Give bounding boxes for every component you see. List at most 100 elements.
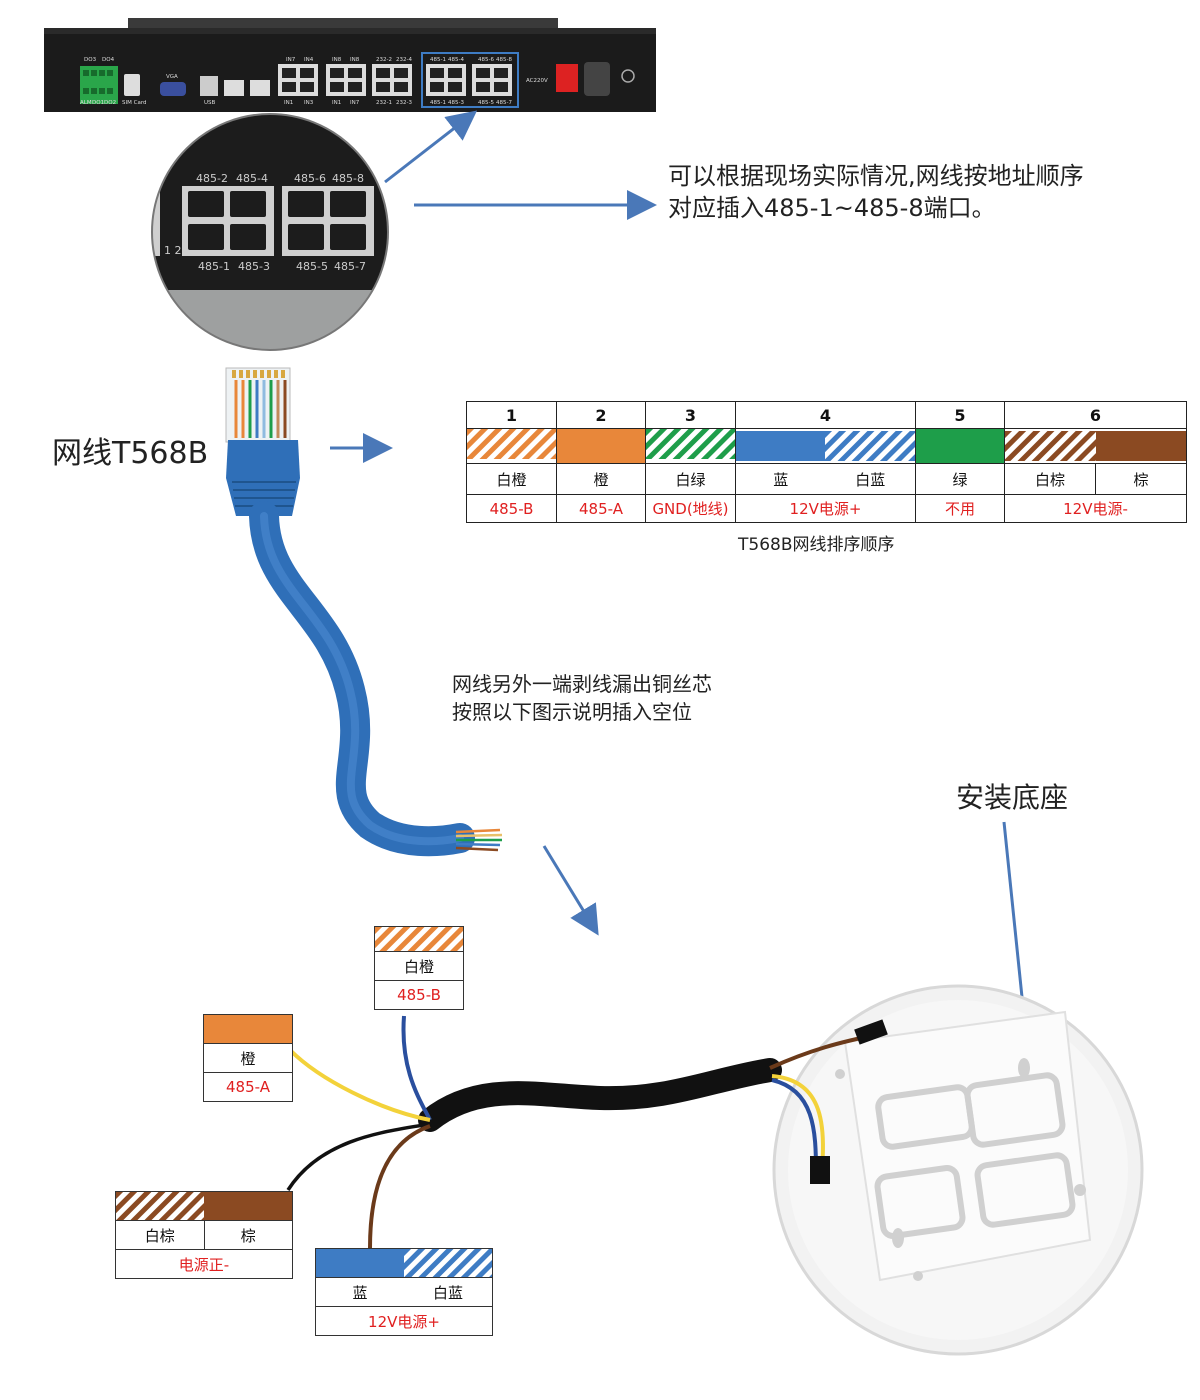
cable-label: 网线T568B [52,436,209,471]
tag-blue-solid-swatch [316,1249,404,1277]
func-5: 不用 [915,494,1005,523]
panel-label-ac: AC220V [526,78,548,84]
name-blue-pair: 蓝 白蓝 [735,463,916,495]
tag-orange-func: 485-A [226,1078,270,1096]
panel-label-top: IN8 [350,57,360,63]
tag-blue: 蓝 白蓝 12V电源+ [315,1248,493,1336]
tag-white-orange-name: 白橙 [403,957,434,976]
swatch-orange [556,428,646,464]
swatch-white-orange [466,428,557,464]
swatch-white-green [645,428,736,464]
name-white-brown: 白棕 [1005,464,1096,494]
col-num-2: 2 [556,401,646,429]
tag-white-orange: 白橙 485-B [374,926,464,1010]
name-white-orange: 白橙 [466,463,557,495]
panel-label-bottom: IN1 [284,100,293,106]
tag-brown-name1: 白棕 [116,1221,205,1249]
panel-label-bottom: 485-1 [430,100,446,106]
name-white-blue: 白蓝 [855,470,886,489]
tag-brown-name2: 棕 [240,1226,256,1245]
panel-label-top: 485-8 [496,57,512,63]
table-caption: T568B网线排序顺序 [738,535,895,555]
col-num-1: 1 [466,401,557,429]
func-2: 485-A [556,494,646,523]
panel-label-bottom: IN3 [304,100,314,106]
col-num-5: 5 [915,401,1005,429]
zoom-label-485-8: 485-8 [332,172,364,185]
name-brown-pair: 白棕 棕 [1004,463,1187,495]
func-6: 12V电源- [1004,494,1187,523]
zoom-label-485-6: 485-6 [294,172,326,185]
panel-label-bottom: DO1 [92,100,104,106]
zoom-label-485-2: 485-2 [196,172,228,185]
swatch-brown-pair [1004,428,1187,464]
tag-brown-solid-swatch [204,1192,292,1220]
zoom-pointer-arrow [384,110,478,184]
panel-label-bottom: 485-5 [478,100,494,106]
zoom-label-485-7: 485-7 [334,260,366,273]
panel-label-bottom: IN7 [350,100,360,106]
col-num-6: 6 [1004,401,1187,429]
tag-orange-name: 橙 [240,1049,256,1068]
panel-label-bottom: USB [204,100,216,106]
zoom-label-485-4: 485-4 [236,172,268,185]
panel-label-bottom: DO2 [104,100,116,106]
panel-label-top: 232-2 [376,57,392,63]
zoom-label-485-5: 485-5 [296,260,328,273]
panel-label-top: 485-6 [478,57,494,63]
name-white-green: 白绿 [645,463,736,495]
panel-label-top: 485-1 [430,57,446,63]
zoom-label-485-3: 485-3 [238,260,270,273]
wiring-diagram [286,821,1144,1356]
tag-blue-func: 12V电源+ [368,1312,440,1331]
panel-label-top: 485-4 [448,57,464,63]
panel-label-top: IN8 [332,57,342,63]
tag-orange-swatch [204,1015,292,1043]
cable-drawing [225,367,503,857]
tag-brown-func: 电源正- [178,1255,230,1274]
func-1: 485-B [466,494,557,523]
panel-label-top: 232-4 [396,57,412,63]
tag-blue-name1: 蓝 [352,1283,368,1302]
col-num-3: 3 [645,401,736,429]
tag-blue-name2: 白蓝 [432,1283,463,1302]
zoom-label-485-1: 485-1 [198,260,230,273]
tag-brown: 白棕 棕 电源正- [115,1191,293,1279]
note-mid-line1: 网线另外一端剥线漏出铜丝芯 [452,672,712,696]
swatch-green [915,428,1005,464]
zoom-label-side: 1 2 [164,244,182,257]
panel-label-top: IN7 [286,57,296,63]
panel-label-top: DO3 [84,57,97,63]
tag-brown-stripe-swatch [116,1192,204,1220]
mounting-base [772,984,1144,1356]
swatch-blue-pair [735,428,916,464]
panel-label-bottom: IN1 [332,100,341,106]
panel-label-bottom: 485-7 [496,100,512,106]
name-blue: 蓝 [773,470,789,489]
name-orange: 橙 [556,463,646,495]
panel-label-bottom: 232-1 [376,100,392,106]
panel-label-bottom: 232-3 [396,100,412,106]
func-3: GND(地线) [645,494,736,523]
panel-label-bottom: SIM Card [122,100,146,106]
panel-label-top: DO4 [102,57,115,63]
t568b-table: 1 2 3 4 5 6 白橙 橙 白绿 蓝 白蓝 绿 白棕 棕 485-B 485-… [466,401,1187,523]
func-4: 12V电源+ [735,494,916,523]
tag-white-orange-swatch [375,927,463,951]
name-green: 绿 [915,463,1005,495]
note-mid: 网线另外一端剥线漏出铜丝芯 按照以下图示说明插入空位 [452,670,712,726]
base-label: 安装底座 [956,781,1069,814]
note-top-line2: 对应插入485-1~485-8端口。 [668,194,996,222]
col-num-4: 4 [735,401,916,429]
panel-label-top: IN4 [304,57,314,63]
tag-blue-stripe-swatch [404,1249,492,1277]
down-arrow [542,845,599,936]
note-top: 可以根据现场实际情况,网线按地址顺序 对应插入485-1~485-8端口。 [668,160,1084,224]
note-top-line1: 可以根据现场实际情况,网线按地址顺序 [668,162,1084,190]
panel-label-bottom: 485-3 [448,100,464,106]
name-brown: 棕 [1133,470,1149,489]
tag-white-orange-func: 485-B [397,986,441,1004]
tag-orange: 橙 485-A [203,1014,293,1102]
note-mid-line2: 按照以下图示说明插入空位 [452,700,692,724]
